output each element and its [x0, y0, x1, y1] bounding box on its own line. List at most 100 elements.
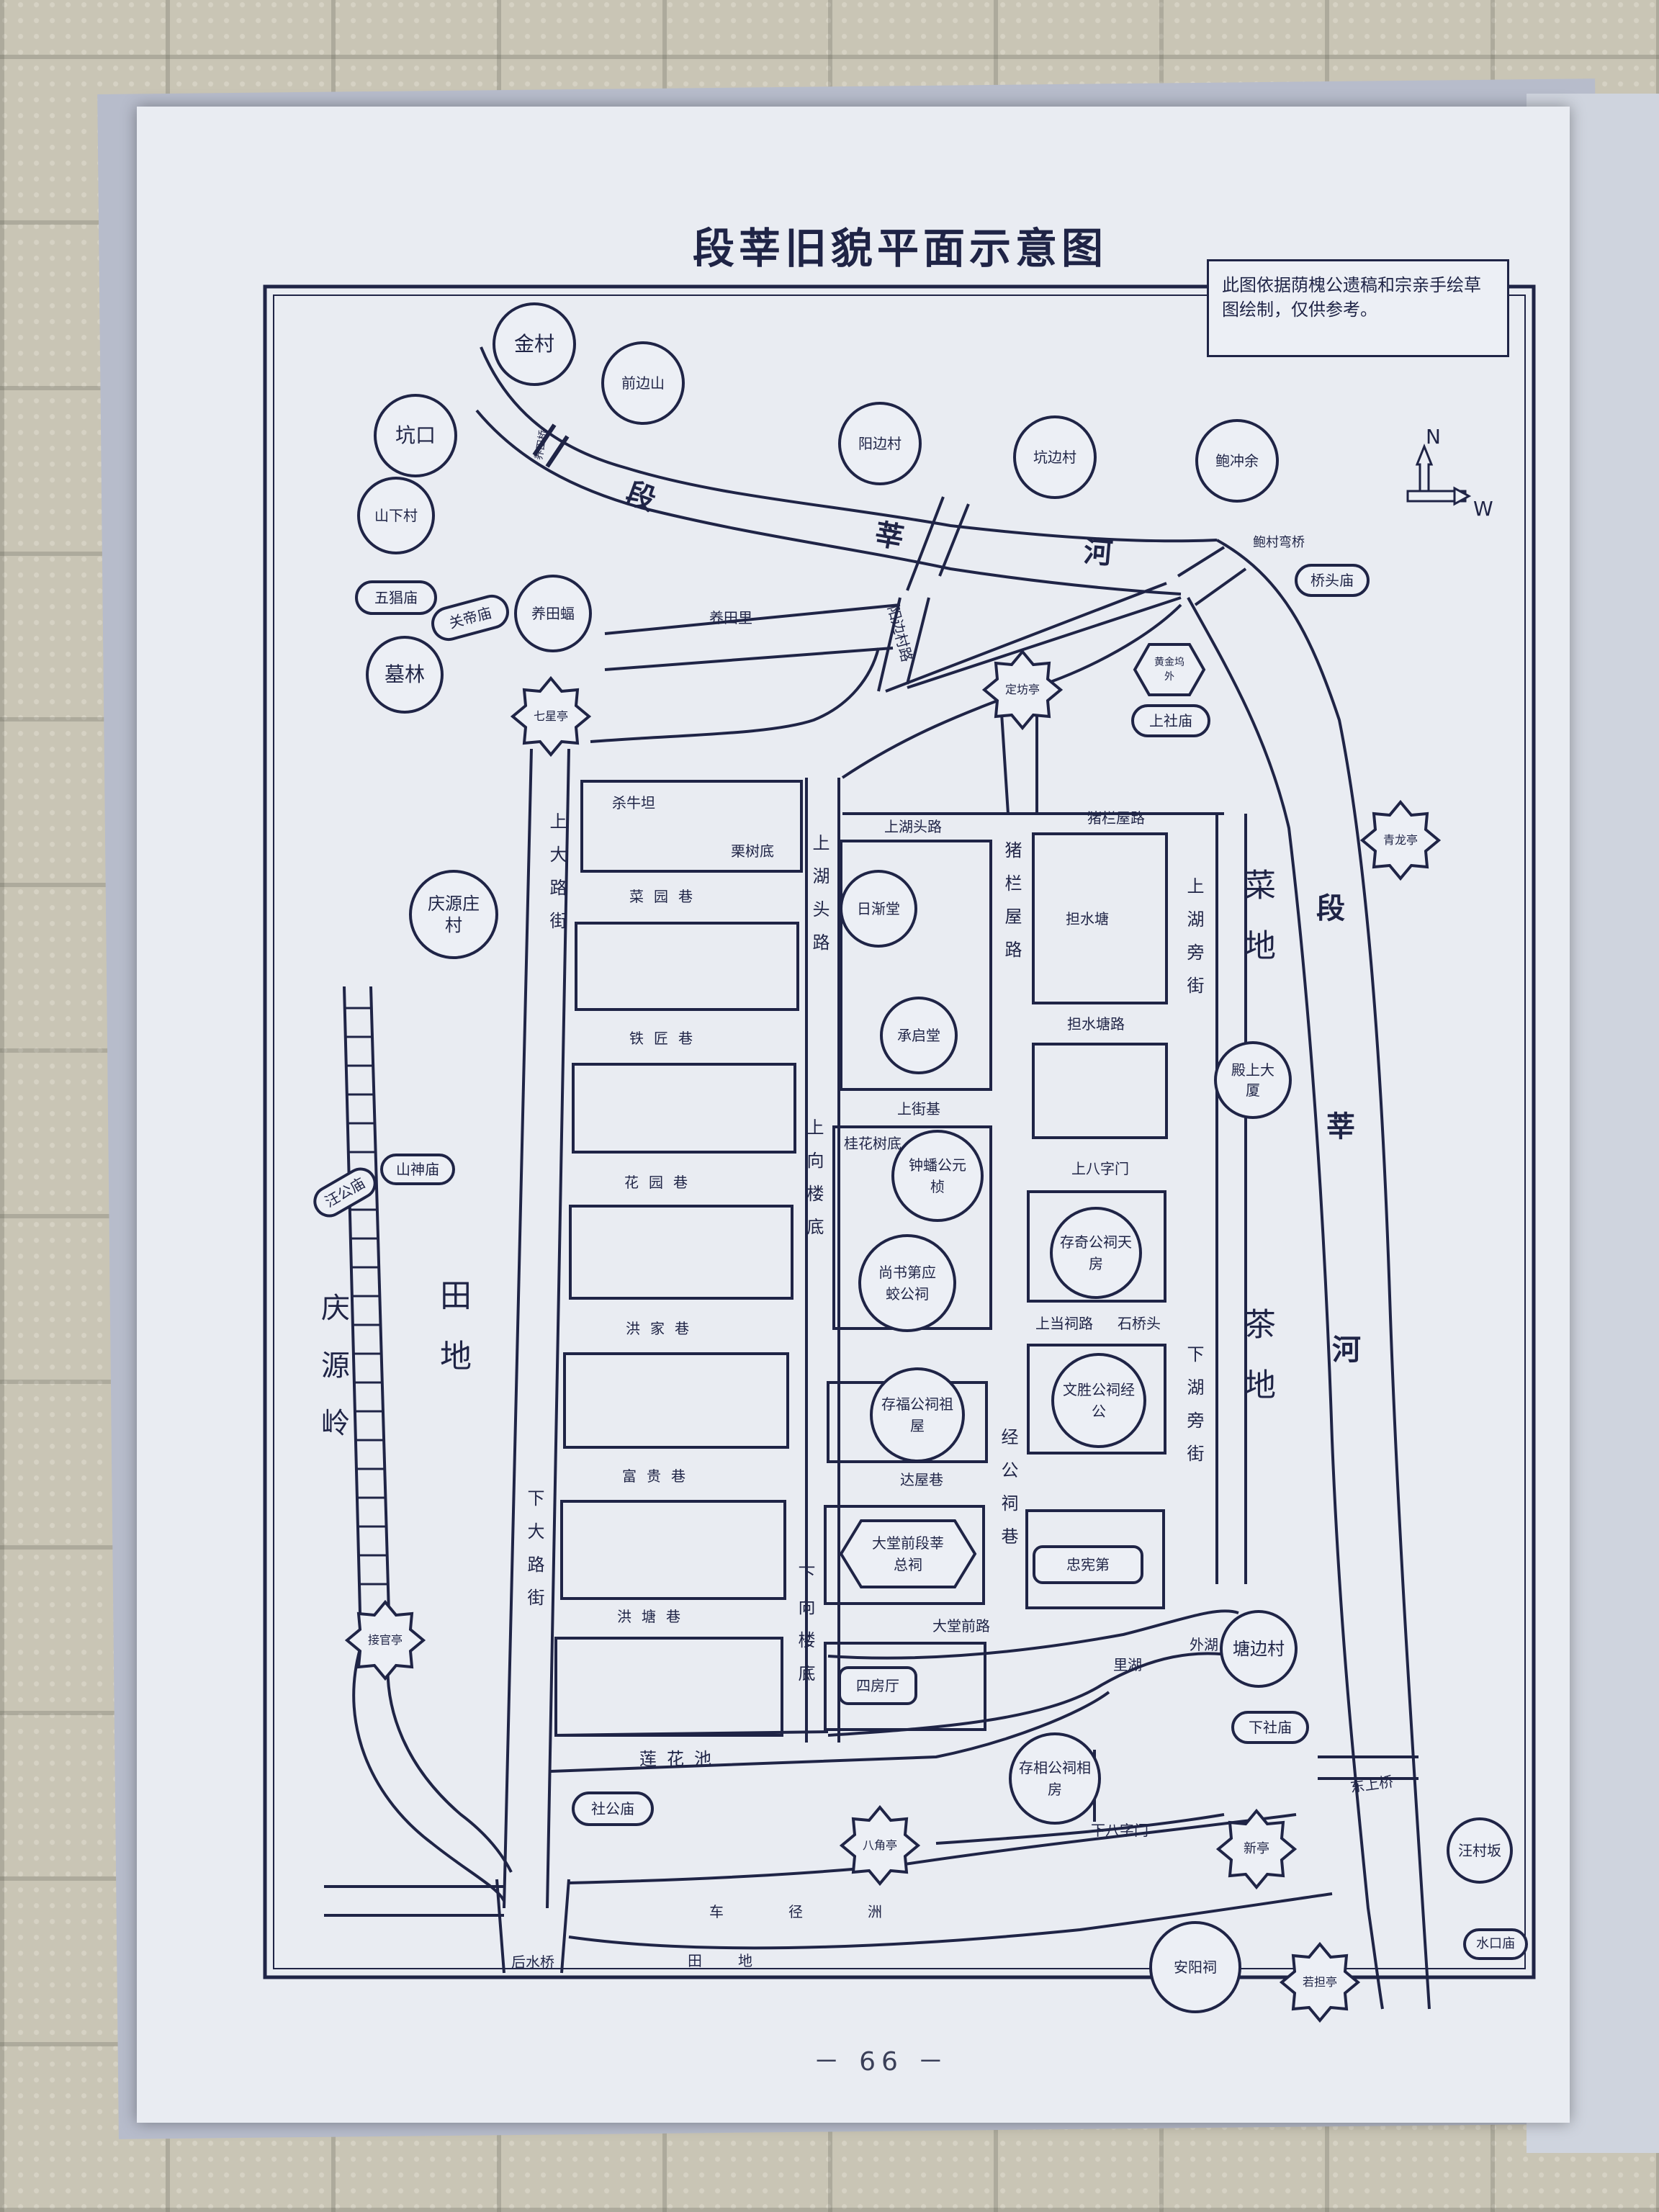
road-lianhua-b [550, 1691, 1110, 1773]
place-label: 桂花树底 [844, 1135, 902, 1152]
pavilion-stars [344, 649, 1442, 2023]
pavilion-label: 若担亭 [1302, 1975, 1338, 1989]
river-label: 莘 [872, 517, 907, 556]
block-e4 [1027, 1344, 1166, 1455]
river-upper-bank [480, 346, 1218, 543]
block-w2 [575, 922, 799, 1011]
block-e3 [1027, 1190, 1166, 1303]
village-label: 金村 [513, 332, 555, 356]
temple-label: 山神庙 [396, 1161, 439, 1178]
compass-west-label: W [1473, 497, 1493, 521]
temple-boxes [313, 564, 1528, 1960]
village-label: 汪村坂 [1458, 1842, 1501, 1859]
place-label: 下八字门 [1091, 1822, 1148, 1839]
road-dingfang-south [999, 698, 1038, 814]
block-w1 [580, 780, 803, 873]
street-label: 上大路街 [547, 812, 567, 945]
bridge-baocun [1177, 546, 1247, 606]
path-jieguan [352, 1648, 505, 1902]
road-to-dingfang [885, 582, 1182, 693]
bridge-yangtian [532, 423, 570, 468]
building-label: 黄金坞外 [1154, 657, 1184, 683]
block-w4 [569, 1205, 793, 1300]
road-lianhua-a [554, 1730, 829, 1737]
building-label: 存相公祠相房 [1019, 1759, 1091, 1798]
lane-label: 莲花池 [639, 1749, 721, 1769]
lane-label: 菜园巷 [629, 888, 703, 905]
village-label: 塘边村 [1233, 1639, 1285, 1659]
place-label: 里湖 [1113, 1656, 1142, 1673]
field-label: 茶地 [1238, 1308, 1275, 1429]
temple-label: 桥头庙 [1310, 572, 1354, 589]
page-number: － 66 － [813, 2047, 950, 2077]
road-yangtian-2 [604, 647, 894, 671]
road-tiandi [324, 1892, 1333, 1950]
river-east-bank [1216, 539, 1431, 2010]
road-yangbian [877, 597, 930, 692]
road-yangtian [604, 603, 901, 635]
village-label: 庆源庄村 [428, 894, 480, 935]
building-label: 殿上大厦 [1231, 1061, 1274, 1099]
street-label: 下向楼底 [795, 1565, 815, 1697]
bridge-yangbian-b [938, 503, 970, 577]
block-e1 [1032, 832, 1168, 1004]
building-label: 文胜公祠经公 [1063, 1381, 1135, 1420]
street-label: 上街基 [897, 1100, 940, 1118]
building-label: 存奇公祠天房 [1060, 1233, 1132, 1272]
pavilion-label: 接官亭 [367, 1633, 403, 1647]
river-west-bank [1187, 597, 1384, 2010]
river-label: 河 [1332, 1334, 1361, 1367]
lake-upper [827, 1609, 1239, 1660]
building-label: 存福公祠祖屋 [881, 1395, 953, 1434]
street-label: 下湖旁街 [1184, 1345, 1204, 1478]
dashaqian-hexagon [839, 1519, 977, 1588]
mountain-ridge-left [343, 986, 361, 1614]
lane-label: 洪家巷 [626, 1320, 699, 1337]
street-label: 上湖头路 [884, 818, 942, 835]
pavilion-label: 定坊亭 [1004, 683, 1040, 696]
path-jieguan-2 [386, 1648, 513, 1873]
street-label: 下大路街 [524, 1489, 544, 1622]
field-label: 菜地 [1238, 868, 1275, 989]
temple-label: 社公庙 [591, 1800, 634, 1817]
block-w5 [563, 1352, 789, 1449]
place-label: 栗树底 [731, 842, 774, 860]
bridge-yangbian-a [906, 496, 945, 591]
compass-north-label: N [1426, 425, 1441, 449]
field-label: 田地 [688, 1952, 788, 1969]
street-label: 上湖旁街 [1184, 877, 1204, 1010]
river-label: 莘 [1326, 1110, 1355, 1143]
lane-label: 洪塘巷 [617, 1608, 691, 1625]
village-label: 鲍冲余 [1215, 452, 1259, 469]
road-north-main [590, 647, 880, 743]
block-e2 [1032, 1043, 1168, 1139]
village-circles [357, 302, 1513, 2013]
building-label: 忠宪第 [1066, 1556, 1110, 1573]
block-m4 [824, 1505, 985, 1605]
pavilion-label: 七星亭 [533, 709, 569, 723]
building-label: 承启堂 [897, 1027, 940, 1044]
road-xia8 [935, 1813, 1225, 1845]
building-label: 钟蟠公元桢 [909, 1156, 966, 1195]
village-label: 阳边村 [858, 435, 902, 452]
mountain-label: 庆源岭 [316, 1292, 349, 1465]
map-frame-inner [273, 295, 1526, 1969]
place-label: 石桥头 [1118, 1315, 1161, 1332]
pavilion-label: 新亭 [1244, 1841, 1269, 1856]
street-label: 经公祠巷 [998, 1428, 1018, 1560]
building-label: 担水塘 [1066, 910, 1109, 927]
street-label: 上湖头路 [809, 834, 830, 966]
temple-label: 上社庙 [1149, 712, 1192, 729]
village-label: 山下村 [374, 507, 418, 524]
village-label: 坑边村 [1033, 449, 1076, 466]
village-label: 安阳祠 [1174, 1959, 1217, 1976]
street-label: 担水塘路 [1067, 1015, 1125, 1033]
village-label: 养田蝠 [531, 605, 575, 622]
block-m1 [840, 840, 992, 1091]
street-label: 猪栏屋路 [1002, 841, 1022, 974]
street-label: 养田里 [709, 609, 752, 626]
block-w3 [572, 1063, 796, 1154]
pavilion-label: 青龙亭 [1382, 833, 1419, 847]
road-main-west-a [503, 748, 533, 1909]
